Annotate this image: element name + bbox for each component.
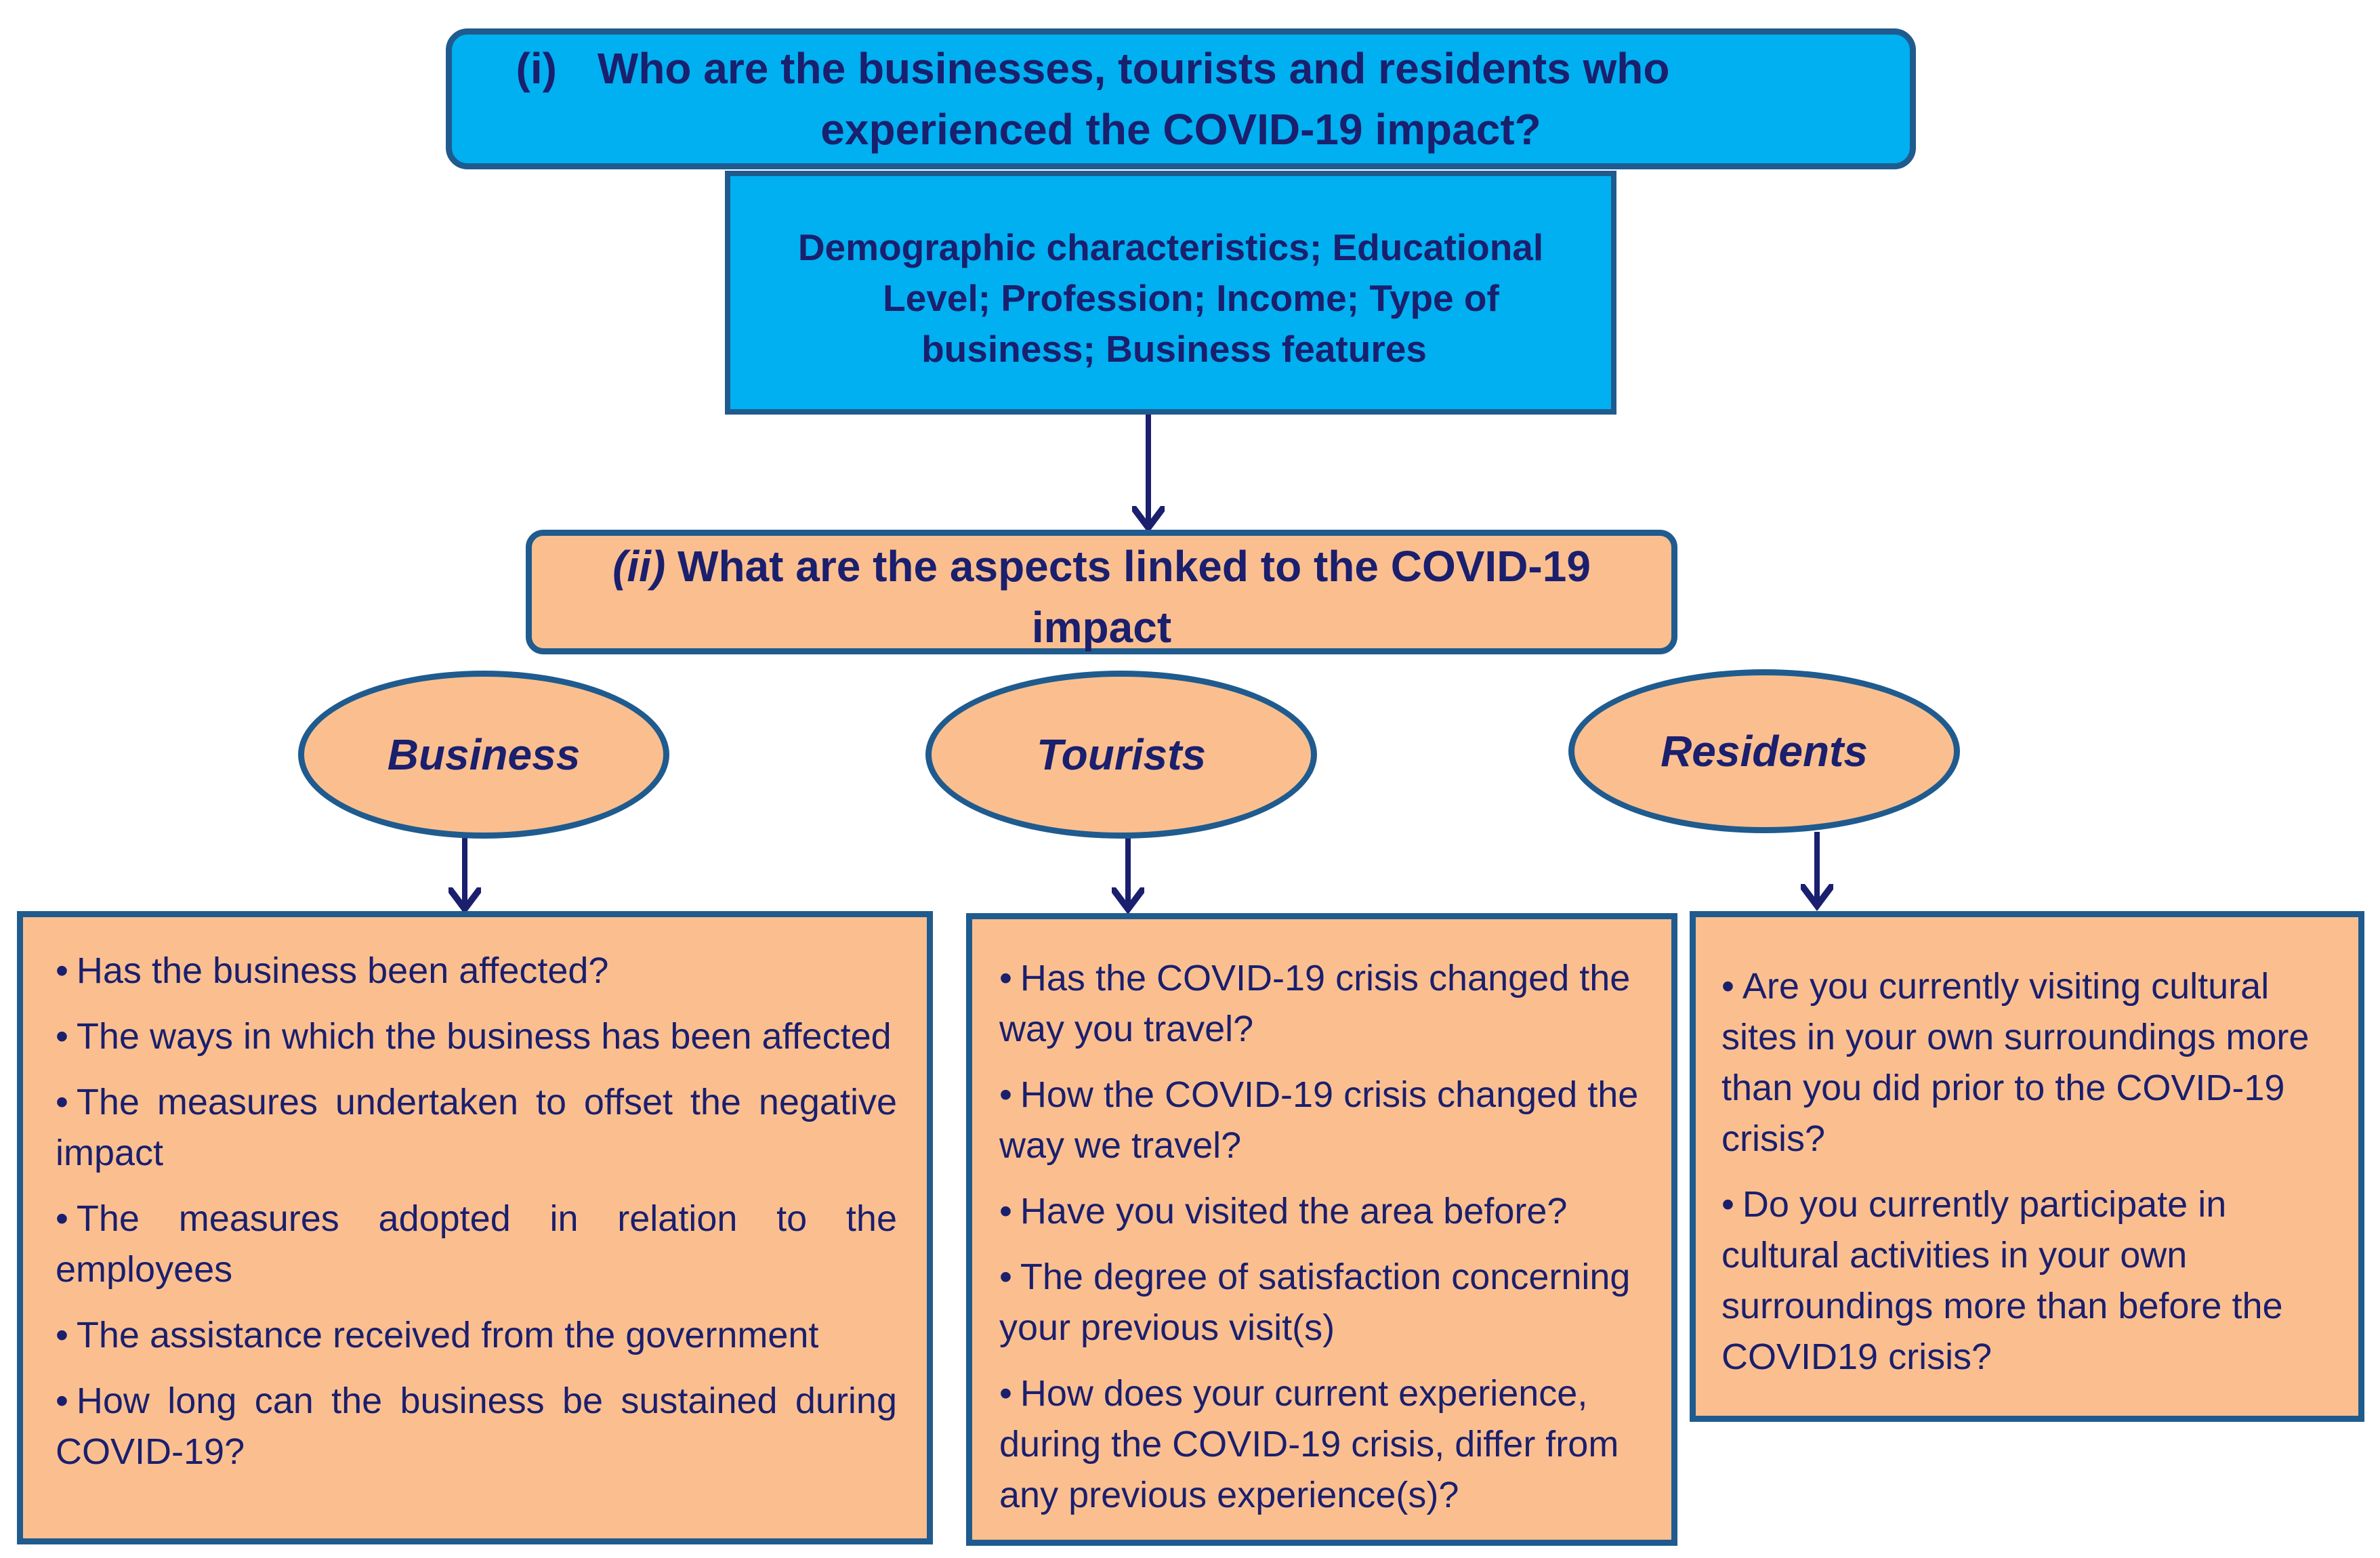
- list-item: Has the business been affected?: [56, 946, 897, 996]
- list-item: The assistance received from the governm…: [56, 1310, 897, 1361]
- question-one-line2: experienced the COVID-19 impact?: [820, 105, 1541, 154]
- list-item: Do you currently participate in cultural…: [1721, 1179, 2338, 1383]
- tourists-questions-list: Has the COVID-19 crisis changed the way …: [999, 953, 1651, 1521]
- list-item: The measures undertaken to offset the ne…: [56, 1077, 897, 1179]
- list-item: The degree of satisfaction concerning yo…: [999, 1252, 1651, 1353]
- question-two-line1: What are the aspects linked to the COVID…: [677, 542, 1591, 591]
- list-item: How the COVID-19 crisis changed the way …: [999, 1070, 1651, 1171]
- question-one-number: (i): [516, 44, 557, 93]
- demographics-line2: Level; Profession; Income; Type of: [883, 277, 1499, 319]
- business-category-label: Business: [387, 730, 581, 779]
- business-category-ellipse: Business: [298, 671, 669, 839]
- residents-questions-box: Are you currently visiting cultural site…: [1690, 911, 2364, 1422]
- demographics-line3: business; Business features: [921, 328, 1427, 370]
- tourists-questions-box: Has the COVID-19 crisis changed the way …: [966, 913, 1677, 1546]
- list-item: Have you visited the area before?: [999, 1186, 1651, 1237]
- list-item: Are you currently visiting cultural site…: [1721, 961, 2338, 1164]
- question-one-line1-row: (i) Who are the businesses, tourists and …: [452, 38, 1910, 99]
- question-two-line2: impact: [1031, 603, 1172, 652]
- business-questions-list: Has the business been affected? The ways…: [56, 946, 897, 1477]
- list-item: The measures adopted in relation to the …: [56, 1194, 897, 1295]
- question-two-box: (ii) What are the aspects linked to the …: [526, 530, 1677, 654]
- list-item: How does your current experience, during…: [999, 1368, 1651, 1521]
- question-two-line1-row: (ii) What are the aspects linked to the …: [532, 536, 1671, 597]
- demographics-line1: Demographic characteristics; Educational: [797, 226, 1544, 268]
- list-item: How long can the business be sustained d…: [56, 1376, 897, 1477]
- business-questions-box: Has the business been affected? The ways…: [17, 911, 933, 1544]
- residents-category-ellipse: Residents: [1568, 669, 1960, 833]
- residents-category-label: Residents: [1661, 727, 1868, 776]
- residents-questions-list: Are you currently visiting cultural site…: [1721, 961, 2338, 1383]
- tourists-category-ellipse: Tourists: [925, 671, 1317, 839]
- question-two-number: (ii): [612, 542, 666, 591]
- demographics-box: Demographic characteristics; Educational…: [725, 171, 1616, 415]
- question-one-line1: Who are the businesses, tourists and res…: [597, 44, 1670, 93]
- list-item: The ways in which the business has been …: [56, 1011, 897, 1062]
- question-one-box: (i) Who are the businesses, tourists and …: [446, 28, 1916, 169]
- tourists-category-label: Tourists: [1036, 730, 1207, 779]
- list-item: Has the COVID-19 crisis changed the way …: [999, 953, 1651, 1055]
